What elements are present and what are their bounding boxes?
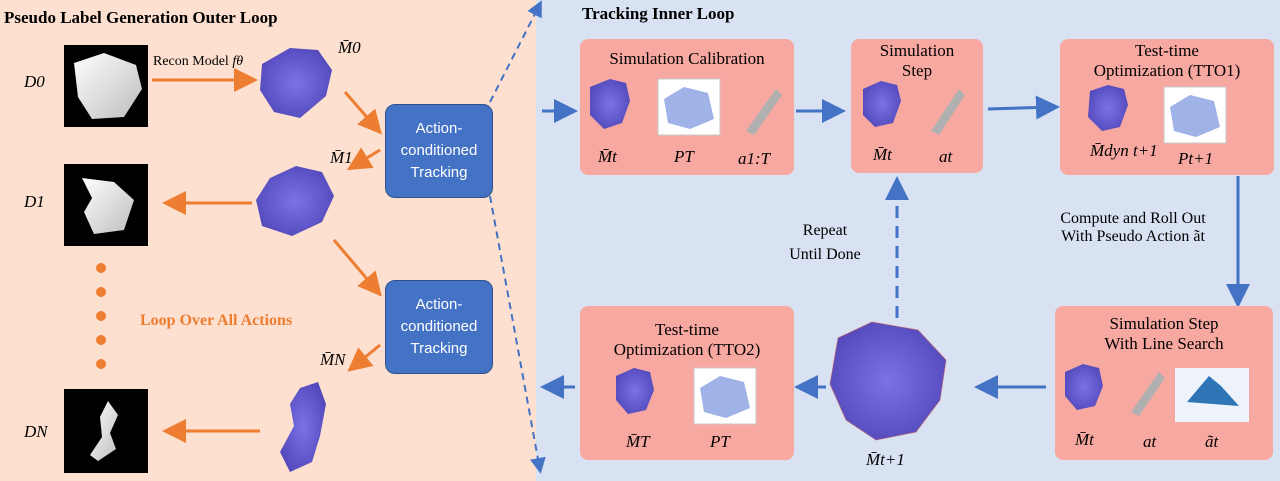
recon-model-label: Recon Model fθ (153, 54, 243, 70)
ellipsis-dot (96, 359, 106, 369)
label-dn: DN (24, 422, 48, 441)
linesearch-icons (1065, 364, 1249, 422)
label-mesh-t: M̄t (873, 145, 892, 164)
simulation-linesearch-box: Simulation Step With Line Search M̄t at … (1055, 306, 1273, 460)
tracking-box-2: Action- conditioned Tracking (385, 280, 493, 374)
simulation-step-box: Simulation Step M̄t at (851, 39, 983, 173)
tto1-title-1: Test-time (1135, 41, 1199, 60)
mesh-next (829, 321, 947, 441)
loop-label: Loop Over All Actions (140, 312, 293, 329)
label-points-T: PT (674, 147, 694, 166)
label-pseudo-action: ãt (1205, 432, 1219, 451)
compute-line-2: With Pseudo Action ãt (1061, 228, 1205, 245)
label-mesh-next: M̄t+1 (866, 450, 905, 469)
tto1-title-2: Optimization (TTO1) (1093, 61, 1241, 80)
simulation-calibration-box: Simulation Calibration M̄t PT a1:T (580, 39, 794, 175)
label-actions: a1:T (738, 149, 771, 168)
outer-loop-title: Pseudo Label Generation Outer Loop (4, 8, 278, 27)
label-mesh-t: M̄t (1075, 430, 1094, 449)
gripper-icon (1131, 372, 1165, 416)
arrow-m1-to-tracking2 (332, 239, 382, 297)
tracking-box-1: Action- conditioned Tracking (385, 104, 493, 198)
label-mn: M̄N (320, 350, 346, 369)
label-mesh-t: M̄t (598, 147, 617, 166)
tracking-line-1: Action- (415, 296, 463, 313)
tracking-line-2: conditioned (400, 318, 478, 335)
label-action: at (1143, 432, 1157, 451)
label-points-T: PT (710, 432, 730, 451)
simulation-calibration-title: Simulation Calibration (609, 49, 765, 68)
tto2-icons (616, 367, 757, 425)
mesh-m1 (256, 166, 334, 236)
mesh-m0 (260, 48, 332, 118)
recon-model-text: Recon Model (153, 54, 229, 69)
compute-label: Compute and Roll Out With Pseudo Action … (1030, 210, 1236, 246)
tto2-title-2: Optimization (TTO2) (613, 340, 761, 359)
calibration-icons (590, 78, 782, 136)
arrow-tracking2-to-mn (347, 343, 381, 372)
tto2-box: Test-time Optimization (TTO2) M̄T PT (580, 306, 794, 460)
mesh-icon (590, 79, 630, 129)
linesearch-title-2: With Line Search (1104, 334, 1224, 353)
arrow-tracking-to-m1 (346, 147, 381, 171)
recon-model-symbol: fθ (232, 54, 244, 69)
repeat-label: Repeat Until Done (770, 222, 880, 264)
zoom-line-top (489, 0, 542, 103)
ellipsis-dot (96, 263, 106, 273)
linesearch-title-1: Simulation Step (1109, 314, 1219, 333)
mesh-icon (1065, 364, 1103, 410)
pointcloud-icon (664, 87, 714, 129)
label-mesh-T: M̄T (626, 432, 650, 451)
simulation-step-title-1: Simulation (879, 41, 955, 60)
cloth-photo-d0 (64, 45, 148, 127)
label-m1: M̄1 (330, 148, 353, 167)
pseudo-action-icon (1187, 376, 1239, 406)
label-m0: M̄0 (338, 38, 361, 57)
tto1-box: Test-time Optimization (TTO1) M̄dyn t+1 … (1060, 39, 1274, 175)
cloth-photo-d1 (64, 164, 148, 246)
mesh-icon (616, 368, 654, 414)
tracking-line-3: Tracking (410, 164, 468, 181)
label-mesh-dyn: M̄dyn t+1 (1090, 141, 1158, 160)
tracking-box-2-text: Action- conditioned Tracking (401, 294, 478, 360)
ellipsis-dot (96, 311, 106, 321)
pointcloud-icon (700, 376, 750, 418)
gripper-icon (746, 89, 782, 135)
label-d1: D1 (24, 192, 45, 211)
gripper-icon (931, 89, 965, 135)
ellipsis-dot (96, 335, 106, 345)
mesh-icon (1088, 85, 1128, 131)
tto1-icons (1088, 85, 1227, 144)
cloth-photo-dn (64, 389, 148, 473)
label-d0: D0 (24, 72, 45, 91)
repeat-line-1: Repeat (802, 222, 848, 239)
zoom-line-bottom (489, 195, 546, 474)
tracking-line-3: Tracking (410, 340, 468, 357)
tracking-line-2: conditioned (400, 142, 478, 159)
step-icons (863, 81, 965, 135)
label-action: at (939, 147, 953, 166)
ellipsis-dot (96, 287, 106, 297)
inner-loop-title: Tracking Inner Loop (582, 4, 735, 23)
compute-line-1: Compute and Roll Out (1060, 210, 1206, 227)
label-points-next: Pt+1 (1178, 149, 1214, 168)
arrow-m0-to-tracking (343, 91, 382, 135)
simulation-step-title-2: Step (901, 61, 933, 80)
tracking-line-1: Action- (415, 120, 463, 137)
pointcloud-icon (1170, 95, 1220, 137)
arrow-step-to-tto1 (987, 95, 1060, 120)
tracking-box-1-text: Action- conditioned Tracking (401, 118, 478, 184)
mesh-mn (280, 382, 326, 472)
mesh-icon (863, 81, 901, 127)
tto2-title-1: Test-time (655, 320, 719, 339)
repeat-line-2: Until Done (789, 246, 861, 263)
